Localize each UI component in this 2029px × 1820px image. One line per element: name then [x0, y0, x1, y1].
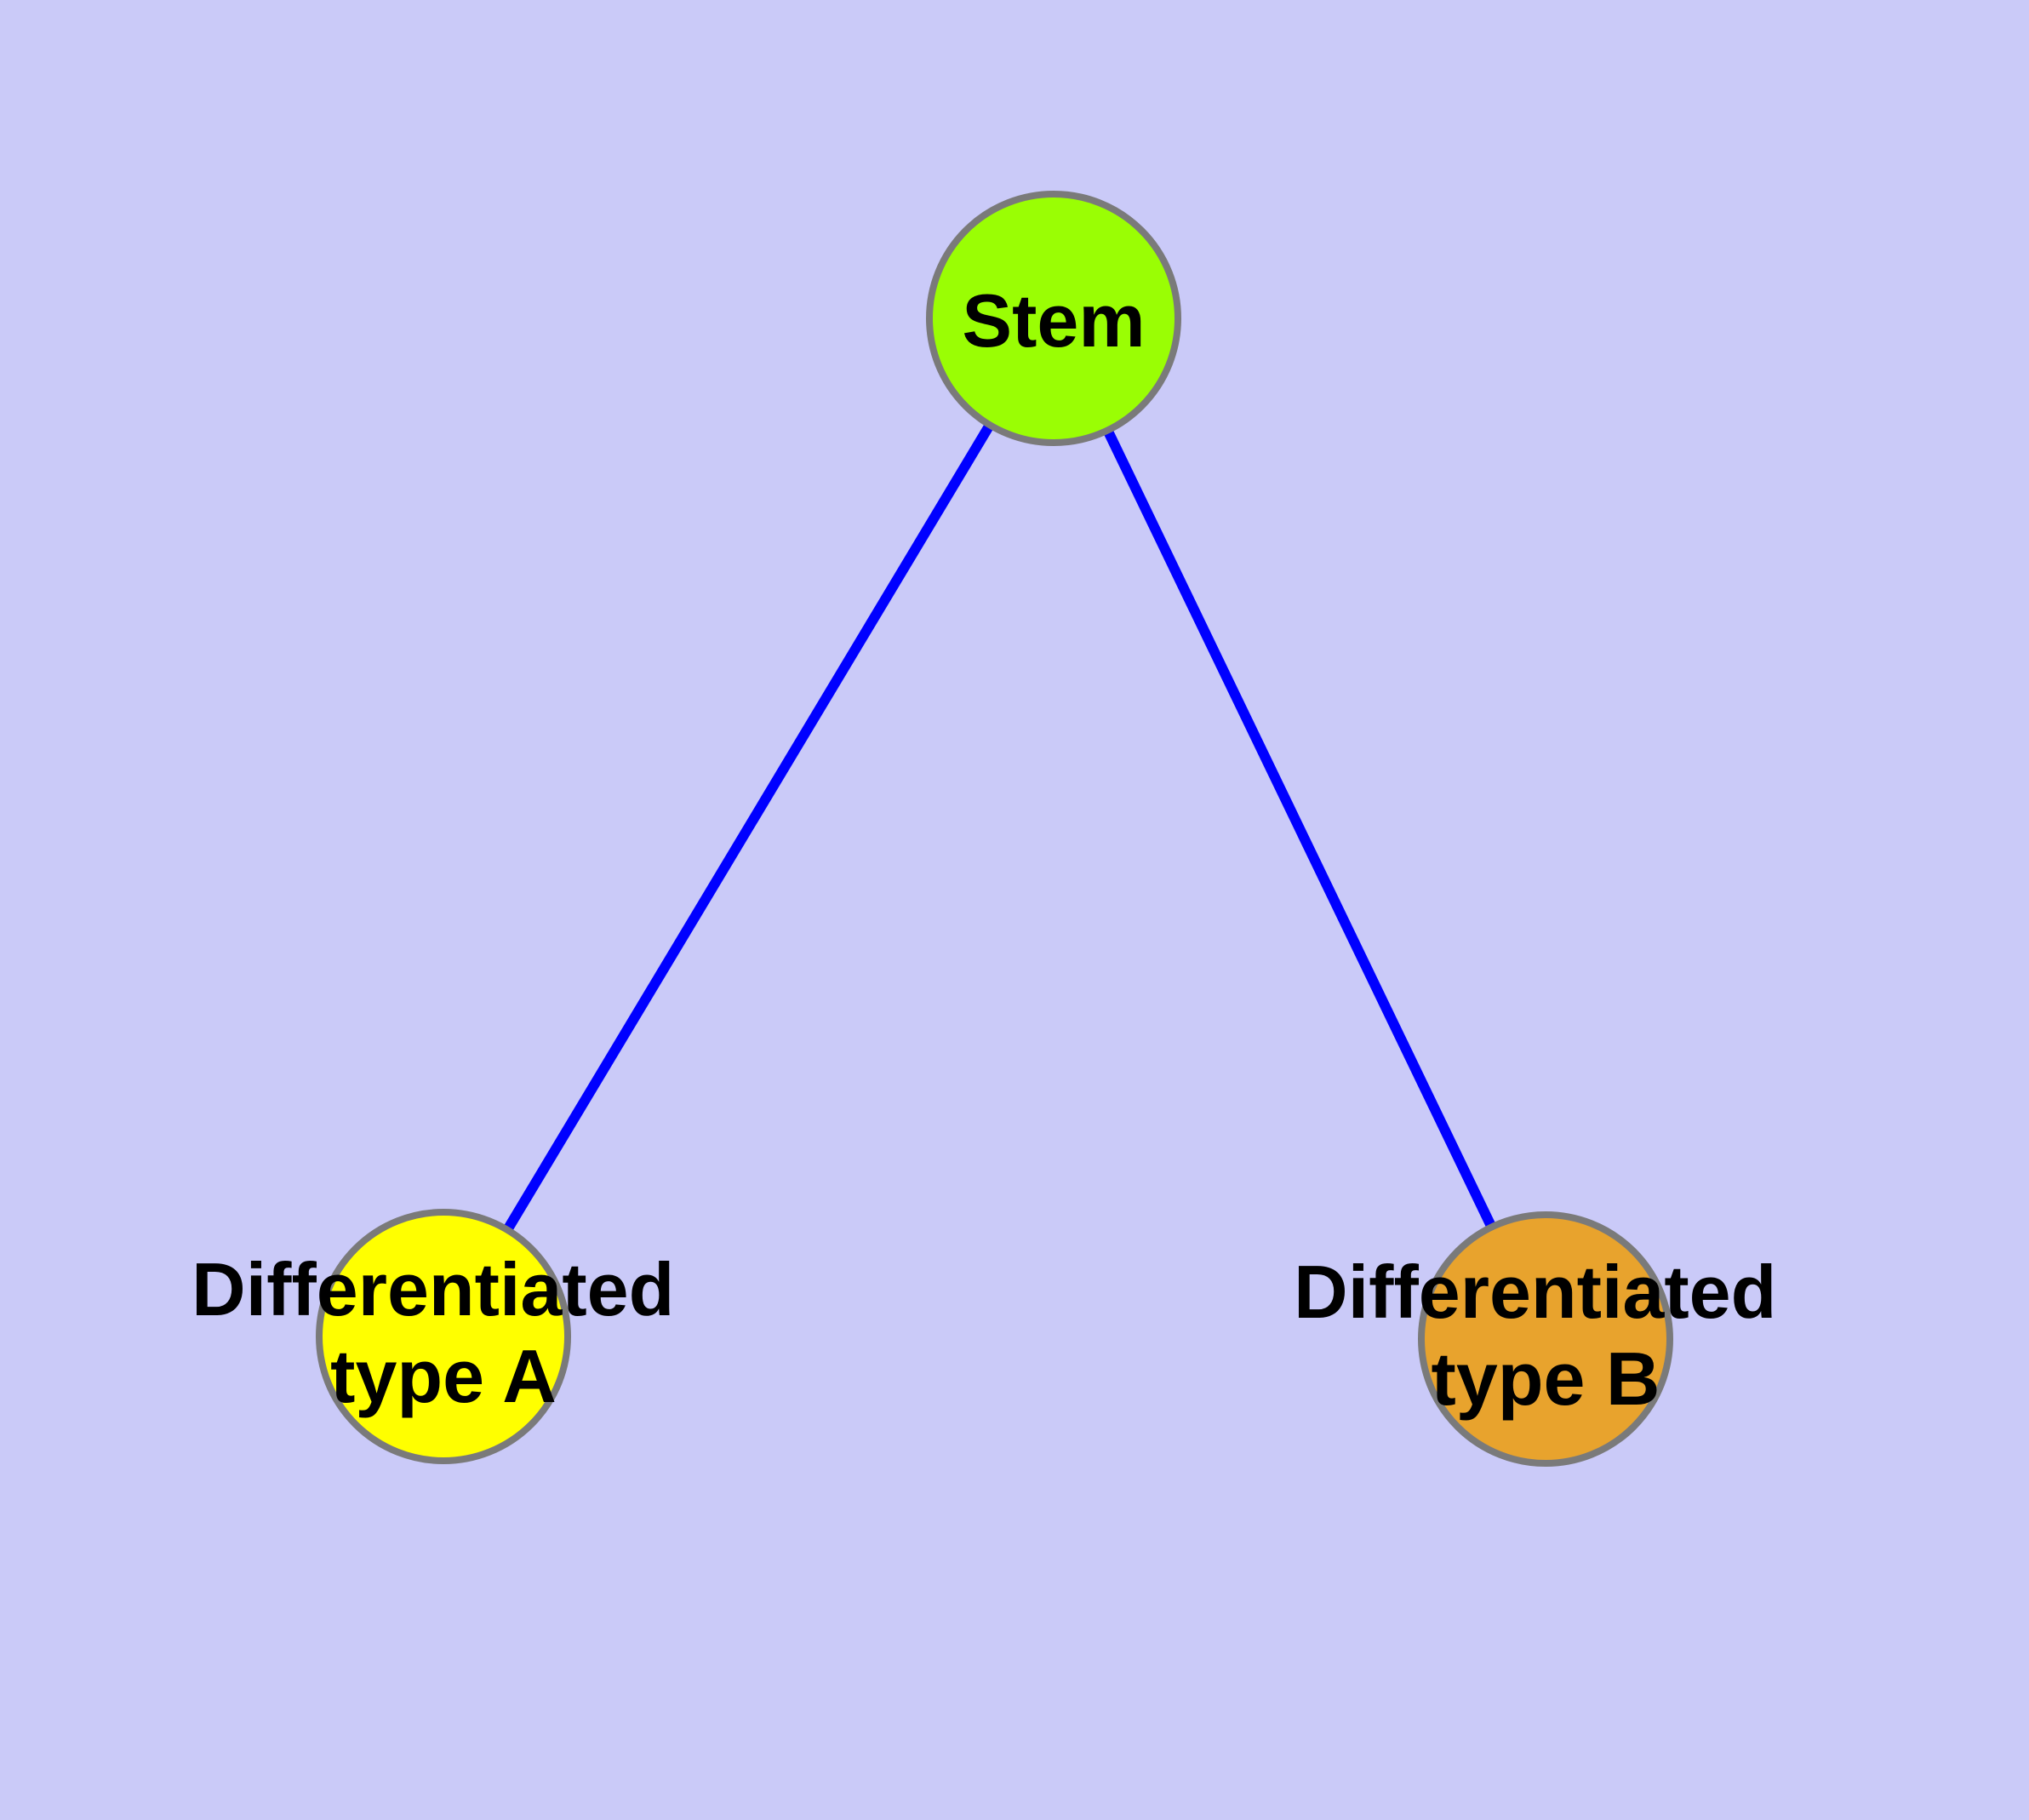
node-differentiated-type-b: Differentiated type B: [1294, 1211, 1798, 1467]
type-b-label-line1: Differentiated: [1294, 1250, 1776, 1334]
type-a-label-line1: Differentiated: [191, 1247, 674, 1331]
stem-node-label: Stem: [962, 278, 1145, 363]
type-b-label-line2: type B: [1432, 1336, 1660, 1421]
edge-stem-to-type-b: [1049, 316, 1551, 1342]
edge-stem-to-type-a: [438, 315, 1059, 1340]
type-b-node-label: Differentiated type B: [1294, 1250, 1798, 1421]
type-b-node-circle: [1418, 1211, 1673, 1467]
node-stem: Stem: [926, 191, 1181, 446]
type-a-node-label: Differentiated type A: [191, 1247, 695, 1418]
stem-node-circle: [926, 191, 1181, 446]
node-differentiated-type-a: Differentiated type A: [191, 1209, 695, 1464]
type-a-node-circle: [316, 1209, 571, 1464]
type-a-label-line2: type A: [330, 1334, 557, 1418]
